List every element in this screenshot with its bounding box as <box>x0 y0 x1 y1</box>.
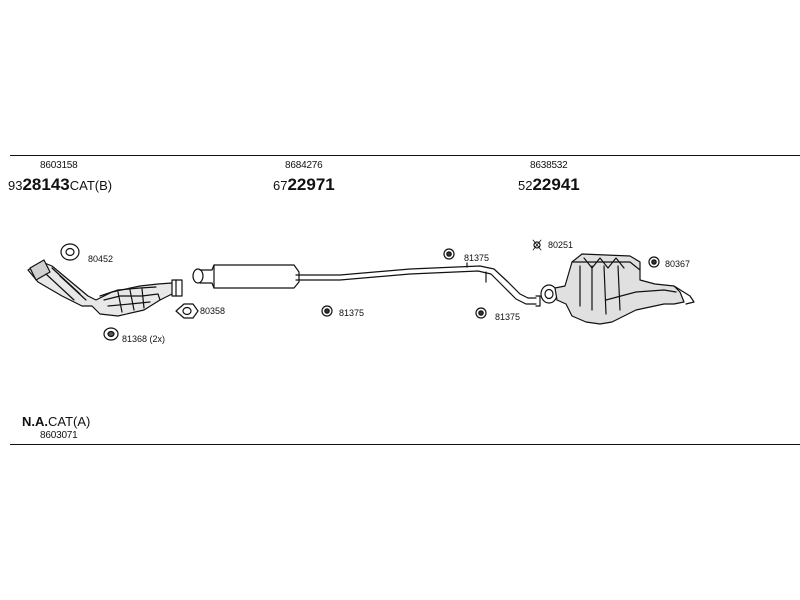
section-3-part-number: 8638532 <box>530 160 568 171</box>
bottom-divider <box>10 444 800 445</box>
callout-81375-b: 81375 <box>339 308 365 318</box>
na-cat-note: N.A.CAT(A) <box>22 414 91 429</box>
callout-80251: 80251 <box>548 240 574 250</box>
rear-muffler-drawing <box>532 239 695 325</box>
section-1-part-number: 8603158 <box>40 160 78 171</box>
section-2-part-number: 8684276 <box>285 160 323 171</box>
catalytic-converter-drawing <box>27 243 199 341</box>
section-3-code: 5222941 <box>518 175 580 194</box>
middle-pipe-drawing <box>192 248 541 319</box>
callout-80358: 80358 <box>200 306 226 316</box>
callout-80367: 80367 <box>665 259 691 269</box>
section-1-code: 9328143CAT(B) <box>8 175 113 194</box>
callout-81368: 81368 (2x) <box>122 334 166 344</box>
na-part-number: 8603071 <box>40 430 78 441</box>
top-divider <box>10 155 800 156</box>
callout-80452: 80452 <box>88 254 114 264</box>
callout-81375-a: 81375 <box>464 253 490 263</box>
callout-81375-c: 81375 <box>495 312 521 322</box>
section-2-code: 6722971 <box>273 175 335 194</box>
